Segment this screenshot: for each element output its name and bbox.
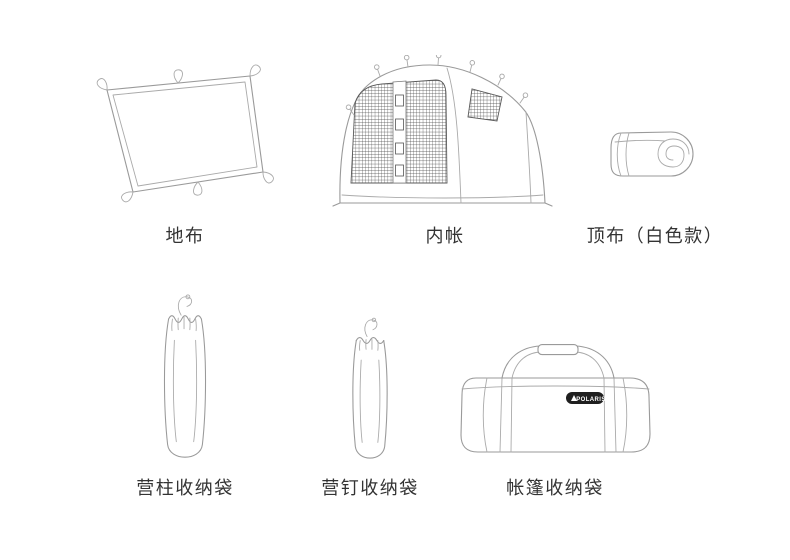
item-stake-bag: 营钉收纳袋: [260, 290, 480, 500]
tent-bag-label: 帐篷收纳袋: [506, 478, 604, 498]
logo-icon: [571, 395, 577, 401]
tent-body: [332, 64, 553, 207]
ground-cloth-drawing: [94, 62, 276, 205]
inner-tent-drawing: [332, 55, 553, 207]
item-pole-bag: 营柱收纳袋: [75, 290, 295, 500]
tent-bag-drawing: POLARIS: [460, 344, 651, 453]
tent-side-window: [467, 88, 503, 122]
top-cloth-drawing: [610, 131, 694, 177]
pole-bag-label: 营柱收纳袋: [136, 478, 234, 498]
stake-bag-drawstring: [364, 317, 378, 338]
item-ground-cloth: 地布: [70, 52, 300, 248]
top-cloth-illustration: [555, 52, 755, 210]
logo-text: POLARIS: [576, 397, 605, 403]
ground-cloth-label: 地布: [165, 226, 205, 246]
item-inner-tent: 内帐: [325, 48, 565, 248]
tent-bag-body: [460, 377, 651, 453]
ground-cloth-illustration: [70, 52, 300, 210]
pole-bag-drawstring: [177, 294, 193, 316]
tent-bag-handles: [501, 344, 615, 379]
pole-bag-illustration: [75, 290, 295, 462]
inner-tent-illustration: [325, 48, 565, 210]
stake-bag-illustration: [260, 290, 480, 462]
tent-tie-loops: [345, 55, 529, 116]
pole-bag-drawing: [163, 294, 207, 458]
ground-cloth-outline: [106, 75, 264, 193]
rolled-mat: [610, 131, 694, 177]
ground-cloth-corner-loops: [94, 62, 276, 205]
tent-bag-logo-patch: POLARIS: [566, 392, 605, 404]
pole-bag-body: [163, 315, 207, 458]
top-cloth-label: 顶布（白色款）: [586, 226, 724, 246]
tent-bag-illustration: POLARIS: [445, 290, 665, 462]
stake-bag-body: [352, 337, 388, 459]
stake-bag-label: 营钉收纳袋: [321, 478, 419, 498]
inner-tent-label: 内帐: [425, 226, 465, 246]
item-tent-bag: POLARIS 帐篷收纳袋: [445, 290, 665, 500]
stake-bag-drawing: [352, 317, 388, 459]
tent-zipper-strip: [392, 80, 407, 184]
item-top-cloth: 顶布（白色款）: [555, 52, 755, 248]
